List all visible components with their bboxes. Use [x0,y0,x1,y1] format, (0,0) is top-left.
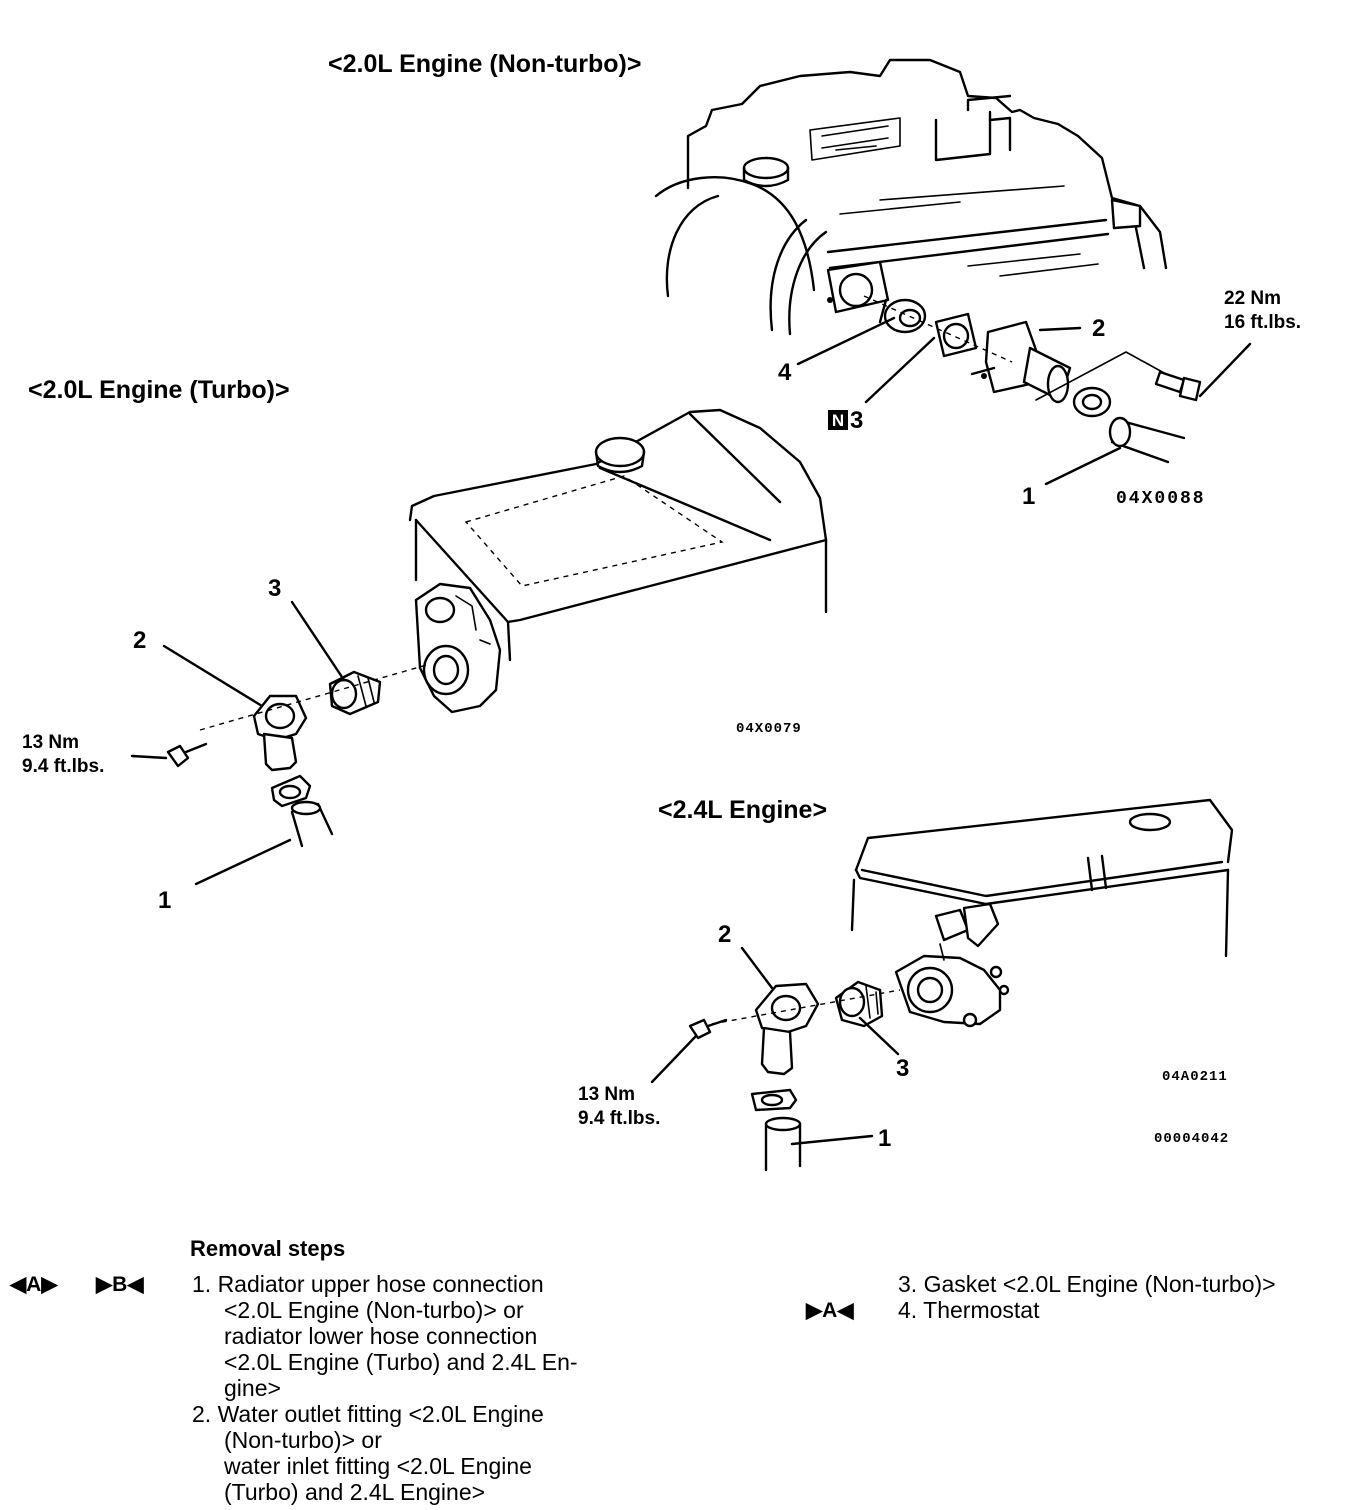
new-part-badge-letter: N [832,411,844,430]
engine24-document-code: 00004042 [1154,1131,1229,1147]
engine24-leaders [650,946,900,1146]
engine24-callout-1: 1 [878,1125,891,1152]
engine24-title: <2.4L Engine> [658,796,827,824]
exploded-view-diagrams: <2.0L Engine (Non-turbo)> [22,50,1301,1172]
nonturbo-parts [826,260,1202,464]
nonturbo-callout-1: 1 [1022,483,1035,510]
service-marker-a-right: ▶A◀ [806,1299,854,1322]
nonturbo-callout-3: 3 [850,407,863,434]
turbo-callout-1: 1 [158,887,171,914]
turbo-callout-3: 3 [268,575,281,602]
removal-step-line: 3. Gasket <2.0L Engine (Non-turbo)> [898,1271,1276,1297]
removal-step-line: 1. Radiator upper hose connection [192,1271,544,1297]
service-marker-a: ◀A▶ [10,1273,58,1296]
turbo-diagram: <2.0L Engine (Turbo)> [22,376,828,914]
engine24-torque-nm: 13 Nm [578,1084,635,1105]
turbo-torque-nm: 13 Nm [22,732,79,753]
engine24-figure-code: 04A0211 [1162,1069,1228,1085]
engine24-callout-2: 2 [718,921,731,948]
nonturbo-torque-ftlbs: 16 ft.lbs. [1224,312,1301,333]
turbo-figure-code: 04X0079 [736,721,802,737]
turbo-torque-ftlbs: 9.4 ft.lbs. [22,756,104,777]
removal-step-line: (Non-turbo)> or [224,1427,382,1453]
engine24-parts [688,980,901,1172]
turbo-leaders [130,600,346,886]
nonturbo-torque-nm: 22 Nm [1224,288,1281,309]
nonturbo-figure-code: 04X0088 [1116,489,1206,509]
service-marker-b: ▶B◀ [96,1273,144,1296]
removal-step-line: <2.0L Engine (Non-turbo)> or [224,1297,524,1323]
nonturbo-diagram: <2.0L Engine (Non-turbo)> [328,50,1301,510]
removal-step-line: radiator lower hose connection [224,1323,538,1349]
nonturbo-callout-2: 2 [1092,315,1105,342]
nonturbo-callout-4: 4 [778,359,792,386]
engine24-callout-3: 3 [896,1055,909,1082]
removal-step-line: <2.0L Engine (Turbo) and 2.4L En- [224,1349,578,1375]
new-part-badge [828,410,848,430]
removal-step-line: 4. Thermostat [898,1297,1040,1323]
removal-steps-heading: Removal steps [190,1236,346,1261]
removal-step-line: water inlet fitting <2.0L Engine [224,1453,532,1479]
removal-step-line: gine> [224,1375,281,1401]
turbo-callout-2: 2 [133,627,146,654]
removal-step-line: 2. Water outlet fitting <2.0L Engine [192,1401,544,1427]
nonturbo-engine-head [654,58,1168,336]
turbo-title: <2.0L Engine (Turbo)> [28,376,290,404]
turbo-parts [166,663,431,848]
removal-step-line: (Turbo) and 2.4L Engine> [224,1479,486,1505]
nonturbo-leaders [796,316,1252,486]
turbo-engine-cover [408,408,828,714]
engine24-engine-cover [850,798,1234,1028]
engine24-torque-ftlbs: 9.4 ft.lbs. [578,1108,660,1129]
engine24-diagram: <2.4L Engine> [578,796,1234,1172]
nonturbo-title: <2.0L Engine (Non-turbo)> [328,50,641,78]
